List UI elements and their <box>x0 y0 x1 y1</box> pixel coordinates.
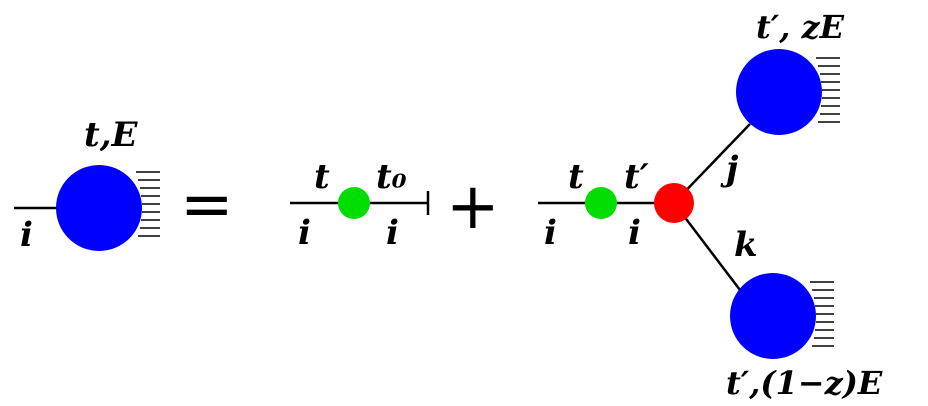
lhs-blob-label: t,E <box>84 115 139 155</box>
term2-branch-up-label: j <box>720 149 739 189</box>
lower-blob-hatch <box>810 281 834 347</box>
term2-bottom-mid-label: i <box>628 213 641 253</box>
term2-bottom-left-label: i <box>544 213 557 253</box>
lower-blob-label: t′,(1−z)E <box>726 364 883 402</box>
plus-sign: + <box>446 170 500 244</box>
lhs-blob <box>56 165 142 251</box>
term1-group: t i t₀ i <box>290 157 430 253</box>
term2-green-vertex <box>585 187 617 219</box>
lhs-group: i t,E <box>14 115 160 255</box>
upper-blob <box>736 49 822 135</box>
term1-green-vertex <box>338 187 370 219</box>
lhs-index-label: i <box>20 215 33 255</box>
equals-sign: = <box>180 168 234 242</box>
lhs-blob-hatch <box>136 171 160 237</box>
term1-bottom-right-label: i <box>386 213 399 253</box>
term1-top-right-label: t₀ <box>376 157 407 197</box>
term2-top-mid-label: t′ <box>624 157 649 197</box>
upper-blob-hatch <box>816 57 840 123</box>
upper-blob-label: t′, zE <box>756 8 845 46</box>
lower-blob <box>730 273 816 359</box>
term2-top-left-label: t <box>568 157 584 197</box>
term1-bottom-left-label: i <box>298 213 311 253</box>
term2-red-vertex <box>654 183 694 223</box>
term2-group: t i t′ i j k t′, zE t′,(1−z)E <box>538 8 883 402</box>
term1-top-left-label: t <box>314 157 330 197</box>
term2-branch-down-label: k <box>734 225 758 265</box>
